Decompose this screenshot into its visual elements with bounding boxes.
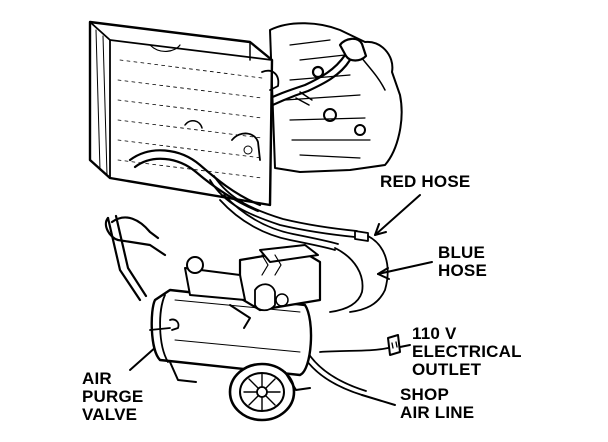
red-hose-leader <box>374 194 421 236</box>
label-blue-hose-line1: BLUE <box>438 243 486 262</box>
label-red-hose-text: RED HOSE <box>380 172 471 191</box>
lower-radiator-hose <box>128 149 262 213</box>
radiator <box>88 20 280 207</box>
label-shop-air-line: SHOP AIR LINE <box>400 386 474 422</box>
label-purge-line3: VALVE <box>82 405 138 424</box>
label-purge-line2: PURGE <box>82 387 144 406</box>
label-red-hose: RED HOSE <box>380 173 470 191</box>
blue-hose-leader <box>377 261 433 280</box>
label-outlet-line1: 110 V <box>412 324 457 343</box>
electrical-outlet-icon <box>319 334 401 356</box>
label-outlet-line2: ELECTRICAL <box>412 342 522 361</box>
compressor-tank <box>149 288 313 377</box>
label-outlet-line3: OUTLET <box>412 360 482 379</box>
compressor-pump <box>169 244 322 331</box>
compressor-wheel <box>228 362 296 422</box>
label-air-purge-valve: AIR PURGE VALVE <box>82 370 143 424</box>
label-blue-hose-line2: HOSE <box>438 261 487 280</box>
label-electrical-outlet: 110 V ELECTRICAL OUTLET <box>412 325 522 379</box>
label-purge-line1: AIR <box>82 369 112 388</box>
label-shop-air-line2: AIR LINE <box>400 403 475 422</box>
blue-hose <box>219 194 364 313</box>
compressor-foot <box>169 361 311 391</box>
red-hose <box>209 175 389 313</box>
shop-air-leader <box>361 394 396 406</box>
compressor-handle <box>104 214 167 302</box>
label-blue-hose: BLUE HOSE <box>438 244 487 280</box>
label-shop-air-line1: SHOP <box>400 385 449 404</box>
